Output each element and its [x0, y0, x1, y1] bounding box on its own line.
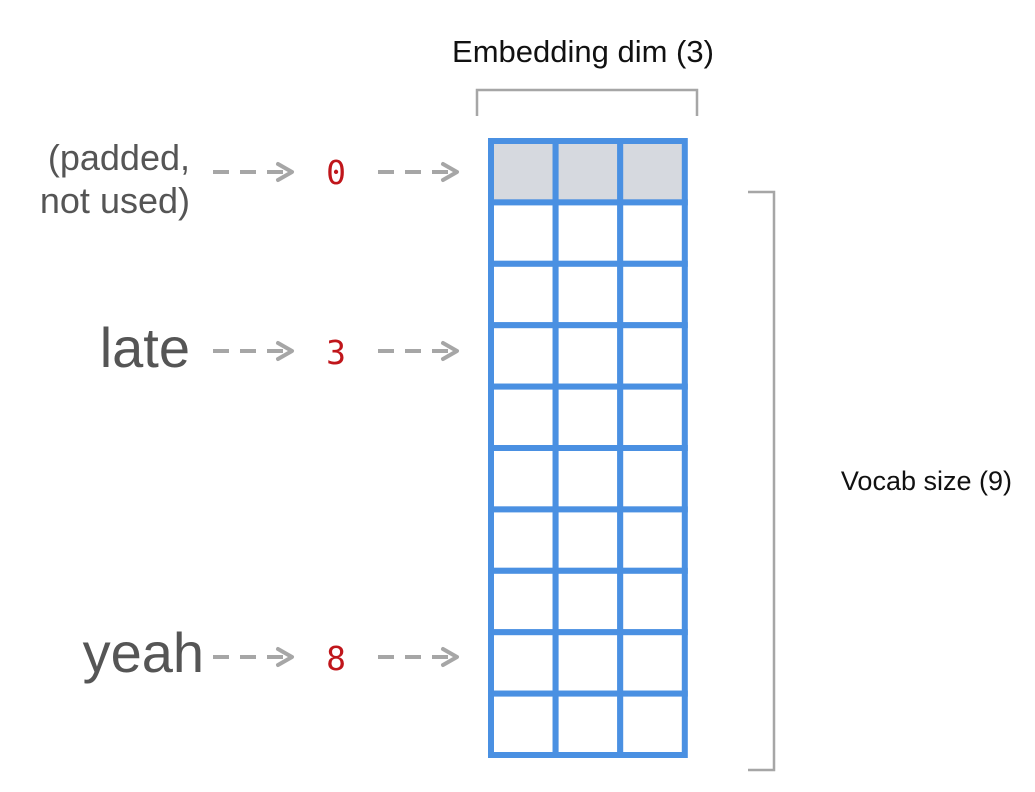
mapping-yeah: yeah 8	[83, 621, 459, 684]
word-padded-line1: (padded,	[48, 137, 190, 178]
matrix-cell	[617, 506, 688, 574]
matrix-cell	[552, 567, 624, 636]
mapping-late: late 3	[100, 316, 459, 379]
word-padded-line2: not used)	[40, 180, 190, 221]
index-3: 3	[326, 333, 346, 372]
matrix-cell	[552, 199, 624, 267]
matrix-cell	[552, 138, 624, 206]
matrix-cell	[617, 383, 688, 452]
mapping-padded: (padded, not used) 0	[40, 137, 459, 221]
matrix-cell	[552, 506, 624, 574]
matrix-cell	[488, 629, 559, 697]
embedding-dim-label: Embedding dim (3)	[452, 34, 714, 69]
matrix-cell	[617, 567, 688, 636]
embedding-dim-bracket	[475, 88, 699, 116]
arrow-head	[441, 341, 459, 361]
matrix-cell	[488, 138, 559, 206]
vocab-size-bracket	[748, 190, 776, 772]
matrix-cell	[488, 690, 559, 758]
arrow-head	[276, 341, 294, 361]
matrix-cell	[488, 260, 559, 329]
vocab-size-label: Vocab size (9)	[841, 466, 1012, 496]
arrow-head	[276, 647, 294, 667]
index-8: 8	[326, 639, 346, 678]
matrix-cell	[617, 690, 688, 758]
word-late: late	[100, 316, 190, 379]
matrix-cell	[617, 138, 688, 206]
matrix-cell	[552, 260, 624, 329]
matrix-cell	[488, 199, 559, 267]
matrix-cell	[488, 383, 559, 452]
matrix-cell	[488, 322, 559, 390]
word-yeah: yeah	[83, 621, 204, 684]
index-0: 0	[326, 153, 346, 192]
matrix-cell	[617, 260, 688, 329]
arrow-head	[441, 162, 459, 182]
arrow-head	[276, 162, 294, 182]
matrix-cell	[488, 445, 559, 513]
matrix-cell	[552, 445, 624, 513]
matrix-cell	[617, 629, 688, 697]
embedding-matrix	[488, 138, 688, 758]
matrix-cell	[617, 445, 688, 513]
matrix-cell	[552, 690, 624, 758]
matrix-cell	[552, 383, 624, 452]
matrix-cell	[552, 322, 624, 390]
matrix-cell	[488, 506, 559, 574]
matrix-cell	[617, 199, 688, 267]
matrix-cell	[552, 629, 624, 697]
arrow-head	[441, 647, 459, 667]
matrix-cell	[488, 567, 559, 636]
matrix-cell	[617, 322, 688, 390]
